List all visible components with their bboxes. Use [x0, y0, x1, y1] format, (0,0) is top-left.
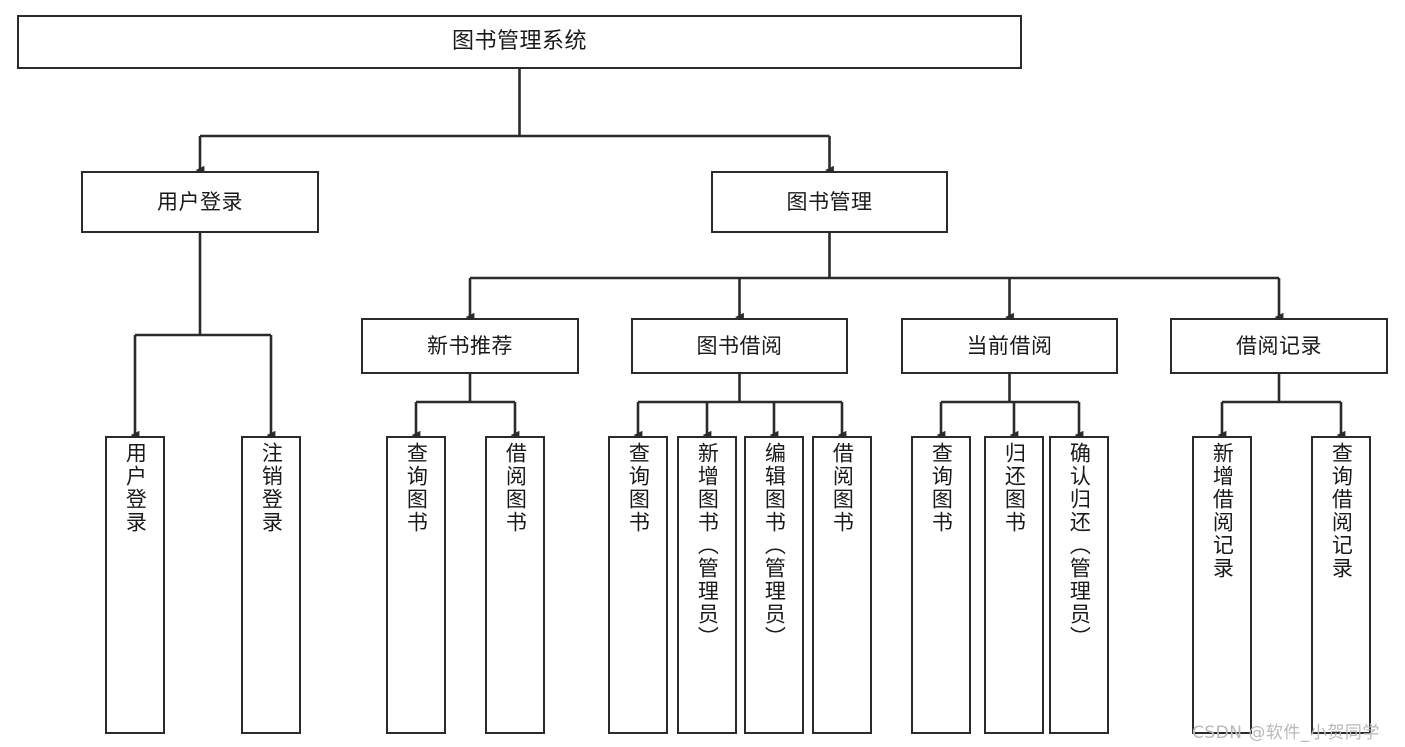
node-leaf-query-book-bor-label: 查询图书: [626, 442, 651, 534]
node-leaf-borrow-book-rec[interactable]: 借阅图书: [485, 436, 545, 734]
node-leaf-borrow-book-bor-label: 借阅图书: [830, 442, 855, 534]
node-book-borrow-label: 图书借阅: [696, 333, 783, 358]
node-root[interactable]: 图书管理系统: [17, 15, 1022, 69]
node-leaf-add-book-admin-label: 新增图书（管理员）: [695, 442, 720, 649]
node-current-borrow[interactable]: 当前借阅: [901, 318, 1118, 374]
node-leaf-query-book-cur[interactable]: 查询图书: [911, 436, 971, 734]
node-leaf-borrow-book-rec-label: 借阅图书: [503, 442, 528, 534]
node-leaf-add-borrow-record-label: 新增借阅记录: [1210, 442, 1235, 580]
node-leaf-query-borrow-record-label: 查询借阅记录: [1329, 442, 1354, 580]
node-leaf-edit-book-admin[interactable]: 编辑图书（管理员）: [744, 436, 804, 734]
watermark-text: CSDN @软件_小贺同学: [1192, 723, 1380, 743]
node-leaf-query-book-rec-label: 查询图书: [404, 442, 429, 534]
node-leaf-user-logout[interactable]: 注销登录: [241, 436, 301, 734]
node-leaf-return-book[interactable]: 归还图书: [984, 436, 1044, 734]
node-leaf-query-book-bor[interactable]: 查询图书: [608, 436, 668, 734]
node-leaf-user-login-label: 用户登录: [123, 442, 148, 534]
node-user-login[interactable]: 用户登录: [81, 171, 319, 233]
node-leaf-borrow-book-bor[interactable]: 借阅图书: [812, 436, 872, 734]
node-book-manage-label: 图书管理: [786, 189, 873, 214]
node-borrow-record[interactable]: 借阅记录: [1170, 318, 1388, 374]
node-leaf-query-book-cur-label: 查询图书: [929, 442, 954, 534]
node-root-label: 图书管理系统: [451, 29, 587, 55]
node-leaf-query-borrow-record[interactable]: 查询借阅记录: [1311, 436, 1371, 734]
node-user-login-label: 用户登录: [157, 189, 243, 214]
node-new-book-recommend[interactable]: 新书推荐: [361, 318, 579, 374]
node-borrow-record-label: 借阅记录: [1236, 333, 1322, 358]
node-leaf-user-logout-label: 注销登录: [259, 442, 284, 534]
node-leaf-confirm-return-admin-label: 确认归还（管理员）: [1067, 442, 1092, 649]
node-leaf-edit-book-admin-label: 编辑图书（管理员）: [762, 442, 787, 649]
node-current-borrow-label: 当前借阅: [966, 333, 1053, 358]
node-leaf-user-login[interactable]: 用户登录: [105, 436, 165, 734]
node-leaf-query-book-rec[interactable]: 查询图书: [386, 436, 446, 734]
node-book-borrow[interactable]: 图书借阅: [631, 318, 848, 374]
node-leaf-return-book-label: 归还图书: [1002, 442, 1027, 534]
node-book-manage[interactable]: 图书管理: [711, 171, 948, 233]
node-leaf-add-borrow-record[interactable]: 新增借阅记录: [1192, 436, 1252, 734]
node-new-book-recommend-label: 新书推荐: [427, 333, 513, 358]
node-leaf-add-book-admin[interactable]: 新增图书（管理员）: [677, 436, 737, 734]
node-leaf-confirm-return-admin[interactable]: 确认归还（管理员）: [1049, 436, 1109, 734]
